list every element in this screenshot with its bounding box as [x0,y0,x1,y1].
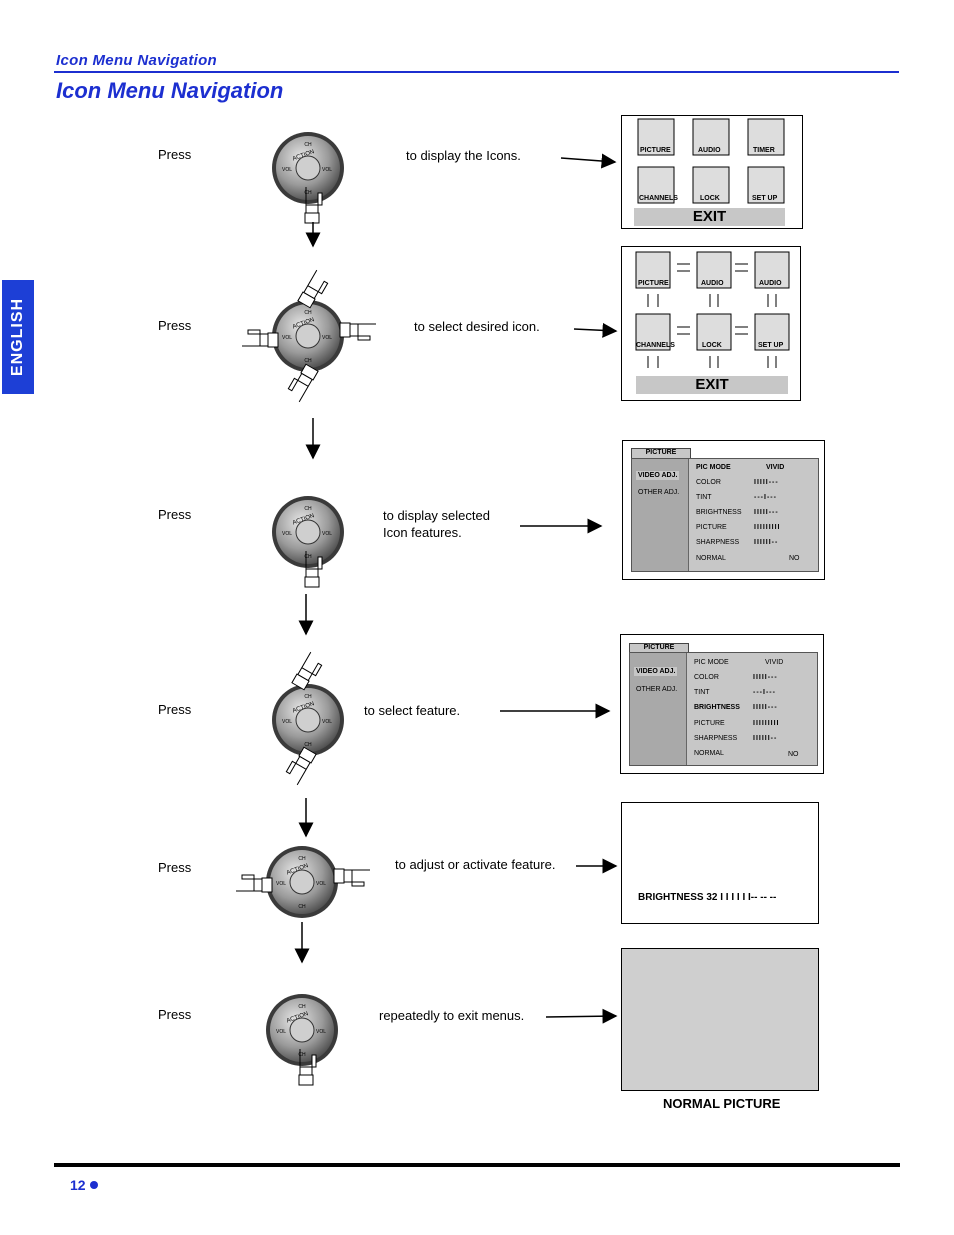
remote-dial-2 [271,299,345,373]
step-4-text: to select feature. [364,703,461,718]
setup-icon: SET UP [752,195,778,202]
row-label: NORMAL [696,555,726,562]
remote-dial-1 [271,131,345,205]
remote-dial-3 [271,495,345,569]
hand-2-right [339,322,377,341]
footer-rule [54,1163,900,1167]
row-value: ---I--- [753,689,776,696]
row-value: IIIIII-- [754,539,779,546]
row-label: NORMAL [694,750,724,757]
hand-2-left [241,329,279,348]
menu-left-item-1: VIDEO ADJ. [636,471,680,480]
menu-panel: VIDEO ADJ. OTHER ADJ. PIC MODE VIVID COL… [631,458,819,572]
menu-left-item-2: OTHER ADJ. [638,489,680,496]
menu-tab: PICTURE [631,448,691,459]
remote-dial-5 [265,845,339,919]
lock-icon: LOCK [700,195,720,202]
row-value: IIIIII-- [753,735,778,742]
row-label: PIC MODE [694,659,729,666]
remote-dial-6 [265,993,339,1067]
row-value: IIIII--- [754,509,779,516]
picture-icon: PICTURE [640,147,671,154]
step-4-press: Press [158,702,192,717]
audio-icon-2: AUDIO [701,280,724,287]
step-2-press: Press [158,318,192,333]
picture-menu-screen-2: PICTURE VIDEO ADJ. OTHER ADJ. PIC MODE V… [620,634,824,774]
step-3-press: Press [158,507,192,522]
row-label: COLOR [696,479,721,486]
icon-menu-screen: PICTURE AUDIO TIMER CHANNELS LOCK SET UP… [621,115,803,229]
row-value: NO [788,751,799,758]
row-value: IIIIIIIII [754,524,781,531]
row-label: SHARPNESS [694,735,738,742]
page-title: Icon Menu Navigation [56,78,284,103]
row-value: VIVID [765,659,784,666]
timer-icon: TIMER [753,147,775,154]
row-label: PICTURE [694,720,725,727]
step-2-text: to select desired icon. [414,319,540,334]
row-label: PIC MODE [696,464,731,471]
step-6-press: Press [158,1007,192,1022]
step-3-text: to display selected Icon features. [383,508,490,540]
channels-icon: CHANNELS [639,195,678,202]
setup-icon-2: SET UP [758,342,784,349]
lock-icon-2: LOCK [702,342,722,349]
step-6-text: repeatedly to exit menus. [379,1008,525,1023]
menu-tab-2: PICTURE [629,643,689,653]
page-number: 12 [70,1177,98,1193]
audio-icon-3: AUDIO [759,280,782,287]
row-value: VIVID [766,464,785,471]
row-label: BRIGHTNESS [696,509,742,516]
row-value: IIIII--- [753,674,778,681]
brightness-indicator: BRIGHTNESS 32 I I I I I I-- -- -- [638,892,777,903]
row-label: PICTURE [696,524,727,531]
row-value: IIIII--- [754,479,779,486]
step-5-press: Press [158,860,192,875]
english-side-tab: ENGLISH [2,280,34,394]
exit-bar: EXIT [634,208,785,226]
row-value: ---I--- [754,494,777,501]
hand-5-left [235,874,273,893]
step-1-text: to display the Icons. [406,148,521,163]
menu-left-item-2b: OTHER ADJ. [636,686,678,693]
icon-select-screen: PICTURE AUDIO AUDIO CHANNELS LOCK SET UP… [621,246,801,401]
row-label: COLOR [694,674,719,681]
normal-picture-screen [621,948,819,1091]
row-label: SHARPNESS [696,539,740,546]
hand-5-right [333,868,371,887]
row-label: BRIGHTNESS [694,704,740,711]
normal-picture-caption: NORMAL PICTURE [663,1096,781,1111]
channels-icon-2: CHANNELS [636,342,675,349]
row-value: IIIII--- [753,704,778,711]
header-rule [54,71,899,73]
picture-menu-screen: PICTURE VIDEO ADJ. OTHER ADJ. PIC MODE V… [622,440,825,580]
menu-panel-2: VIDEO ADJ. OTHER ADJ. PIC MODE VIVID COL… [629,652,818,766]
row-label: TINT [696,494,712,501]
exit-bar-2: EXIT [636,376,788,394]
picture-icon-2: PICTURE [638,280,669,287]
row-label: TINT [694,689,710,696]
brightness-screen: BRIGHTNESS 32 I I I I I I-- -- -- [621,802,819,924]
row-value: NO [789,555,800,562]
step-5-text: to adjust or activate feature. [395,857,556,872]
audio-icon: AUDIO [698,147,721,154]
row-value: IIIIIIIII [753,720,780,727]
menu-left-item-1b: VIDEO ADJ. [634,667,678,676]
step-1-press: Press [158,147,192,162]
remote-dial-4 [271,683,345,757]
running-header: Icon Menu Navigation [56,52,218,69]
